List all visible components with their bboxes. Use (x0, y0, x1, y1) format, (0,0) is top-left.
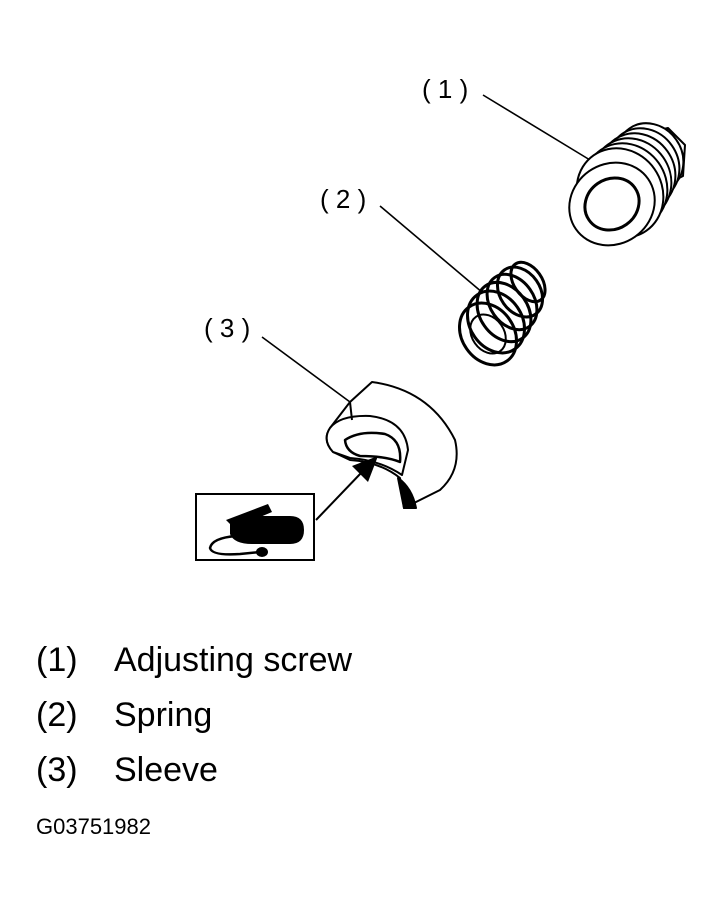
legend-name: Adjusting screw (114, 641, 353, 679)
grease-arrow (315, 456, 378, 521)
legend-name: Spring (114, 696, 213, 734)
spring (458, 260, 547, 367)
callout-label-2: ( 2 ) (320, 184, 366, 214)
legend-number: (3) (36, 751, 78, 789)
legend: (1) Adjusting screw (2) Spring (3) Sleev… (36, 636, 656, 801)
leader-line-1 (482, 94, 591, 161)
figure-code: G03751982 (36, 814, 151, 839)
sleeve (325, 381, 458, 509)
legend-number: (2) (36, 696, 78, 734)
legend-row: (2) Spring (36, 691, 656, 746)
callout-label-1: ( 1 ) (422, 74, 468, 104)
legend-row: (1) Adjusting screw (36, 636, 656, 691)
legend-number: (1) (36, 641, 78, 679)
callout-label-3: ( 3 ) (204, 313, 250, 343)
leader-line-3 (261, 336, 351, 403)
legend-name: Sleeve (114, 751, 218, 789)
grease-gun-icon (195, 493, 315, 561)
leader-line-2 (379, 205, 484, 294)
legend-row: (3) Sleeve (36, 746, 656, 801)
exploded-diagram: ( 1 ) ( 2 ) ( 3 ) (195, 74, 686, 561)
adjusting-screw (568, 122, 686, 247)
